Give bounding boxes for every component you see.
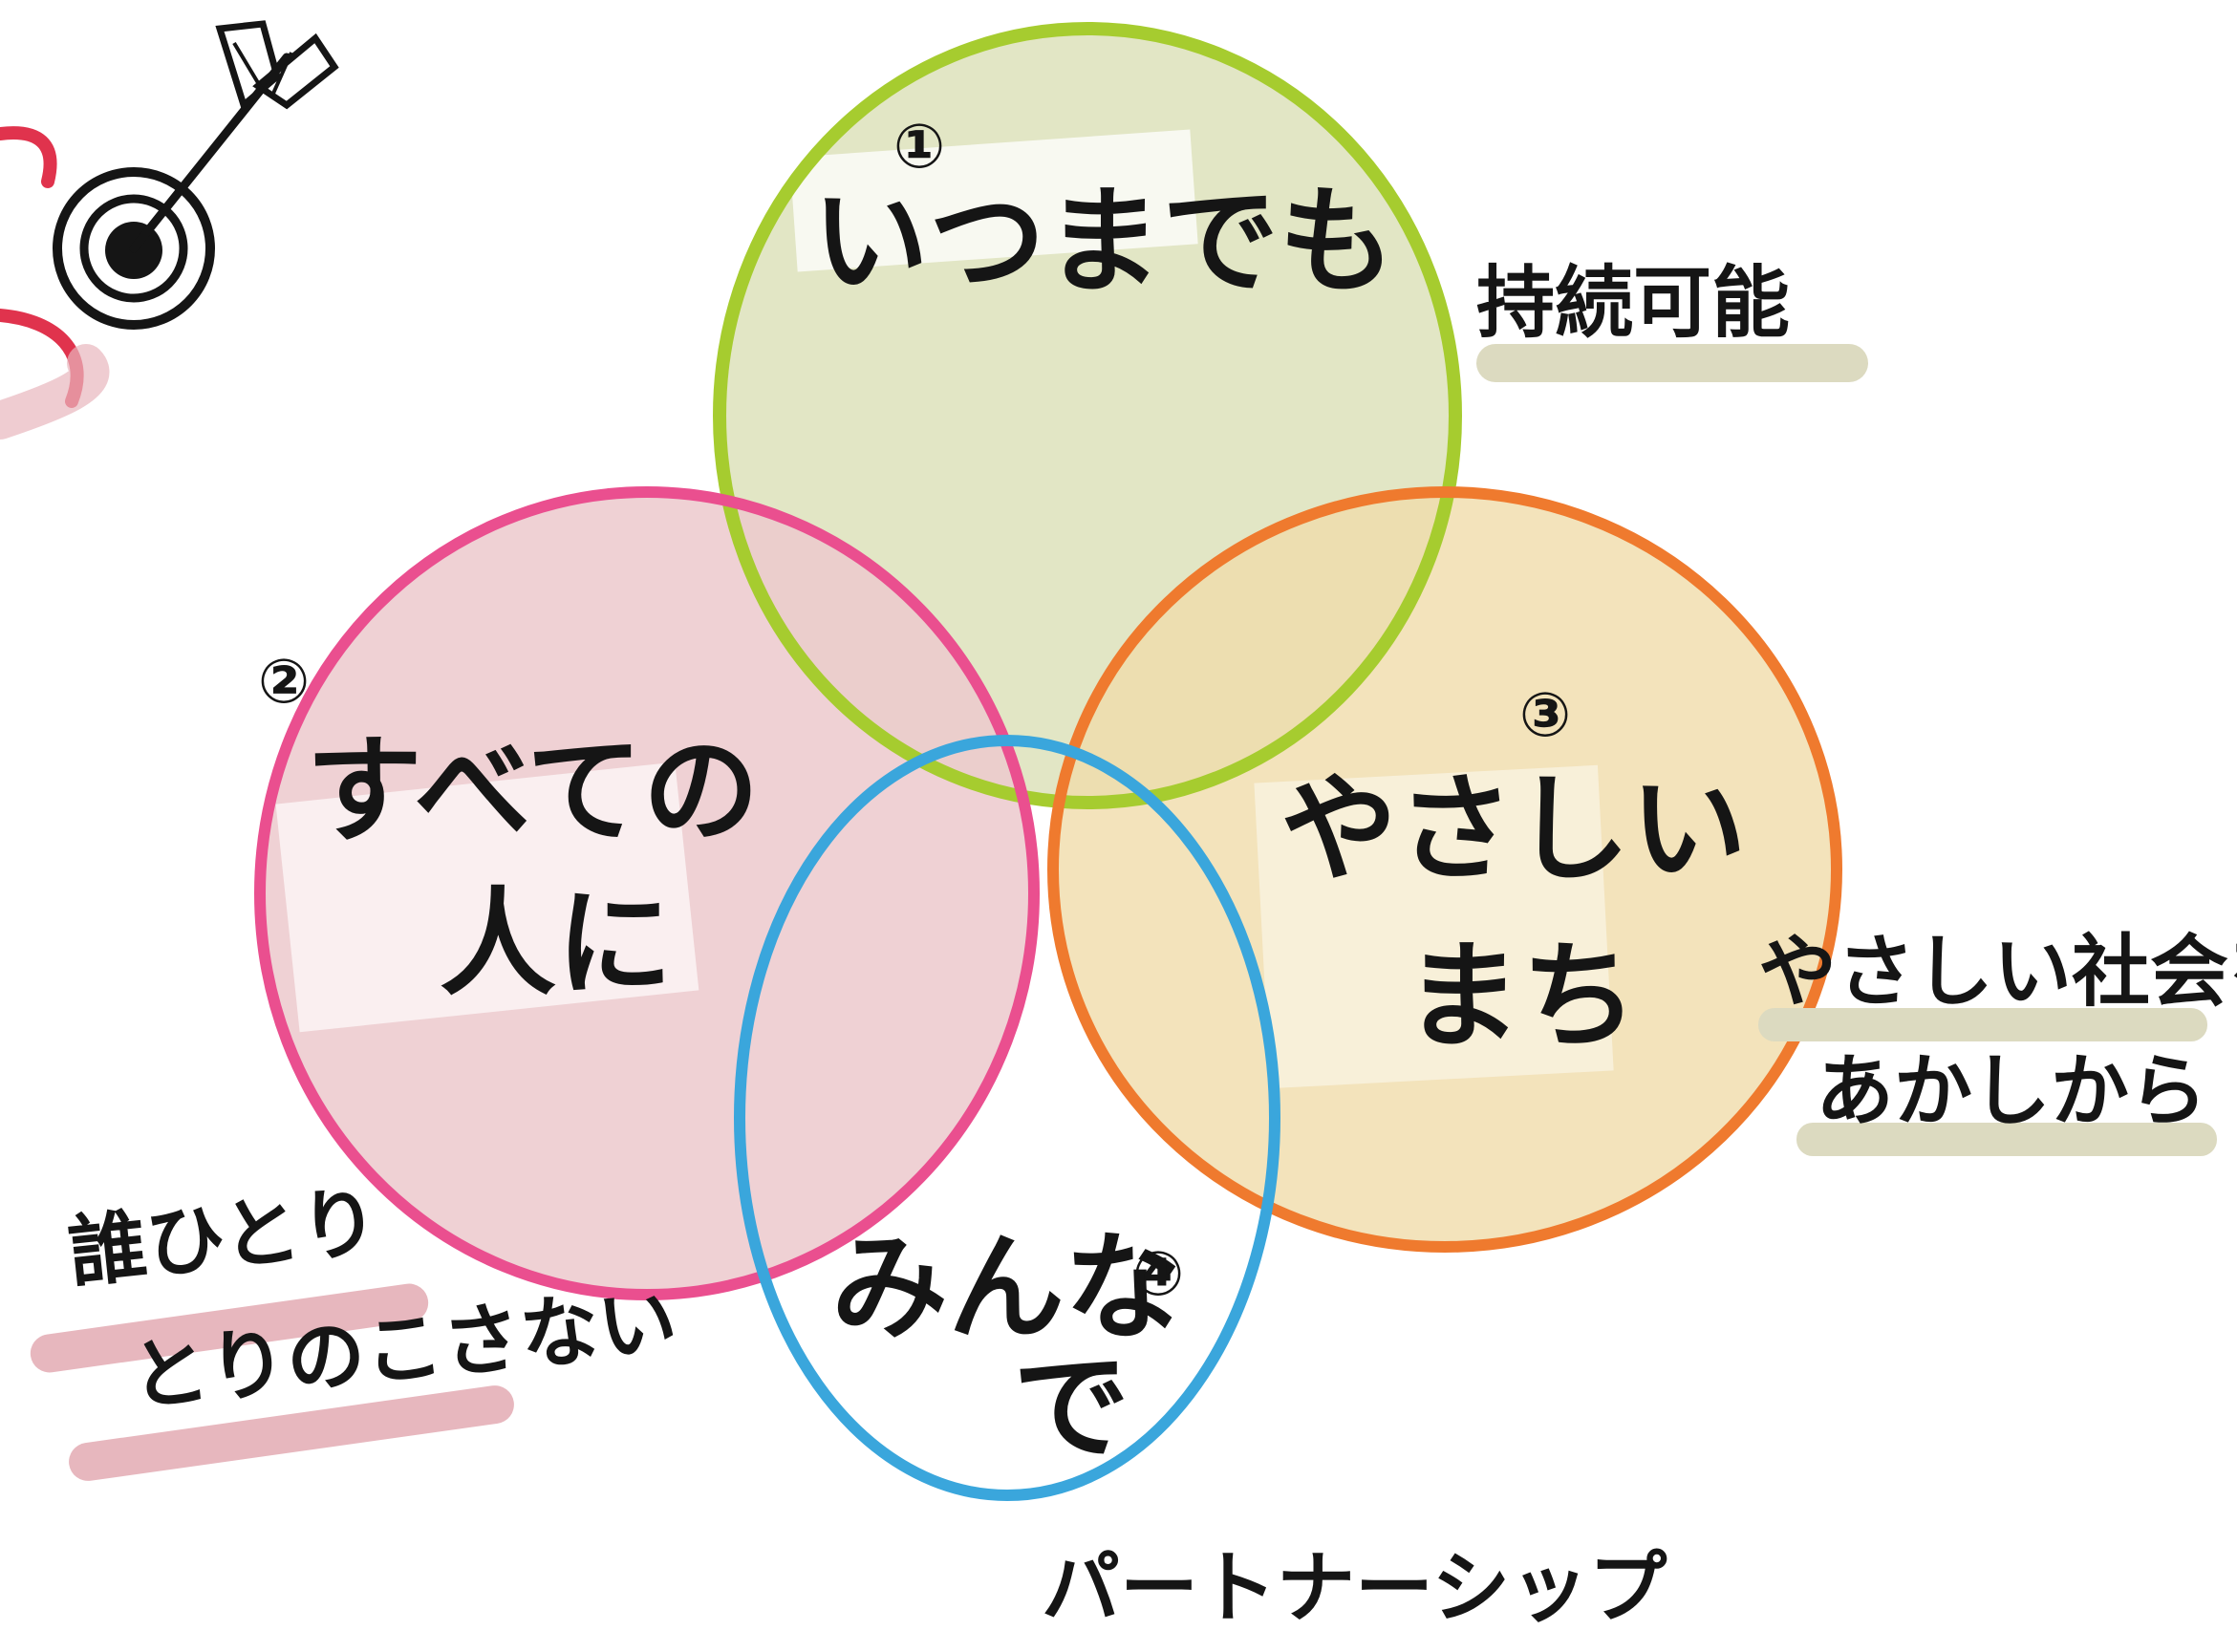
circle-3-note-line1: やさしい社会を — [1758, 927, 2237, 1018]
circle-4-title-line2: で — [1013, 1340, 1129, 1475]
circle-4-title-line1: みんな — [831, 1220, 1181, 1356]
circle-3-title-line2: まち — [1405, 929, 1638, 1064]
note-highlights — [30, 344, 2217, 1481]
circle-3-title-line1: やさしい — [1280, 762, 1747, 897]
circle-3-group: ③ やさしい まち やさしい社会を あかしから — [1280, 680, 2237, 1137]
circle-fills — [260, 29, 1837, 1295]
circle-2-title-line2: 人に — [440, 876, 673, 1012]
circle-1-outline — [713, 22, 1462, 809]
circle-2-title-line1: すべての — [306, 723, 760, 859]
circle-3-number: ③ — [1519, 680, 1571, 751]
circle-4-group: みんな ④ で パートナーシップ — [831, 1220, 1667, 1634]
circle-1-title: いつまでも — [812, 174, 1395, 310]
circle-1-group: ① いつまでも 持続可能 — [812, 112, 1790, 349]
circle-1-note: 持続可能 — [1476, 258, 1790, 349]
circle-2-note-line1: 誰ひとり — [64, 1176, 383, 1299]
circle-4-note: パートナーシップ — [1042, 1543, 1667, 1634]
circle-3-outline — [1047, 486, 1842, 1253]
circle-outlines — [254, 22, 1842, 1501]
circle-2-number: ② — [258, 647, 310, 718]
circle-2-outline — [254, 486, 1040, 1300]
circle-1-number: ① — [893, 112, 945, 182]
circle-4-number: ④ — [1132, 1239, 1184, 1310]
target-with-arrow-icon — [0, 20, 339, 440]
circle-4-outline — [734, 735, 1280, 1501]
circle-3-note-line2: あかしから — [1816, 1046, 2207, 1137]
